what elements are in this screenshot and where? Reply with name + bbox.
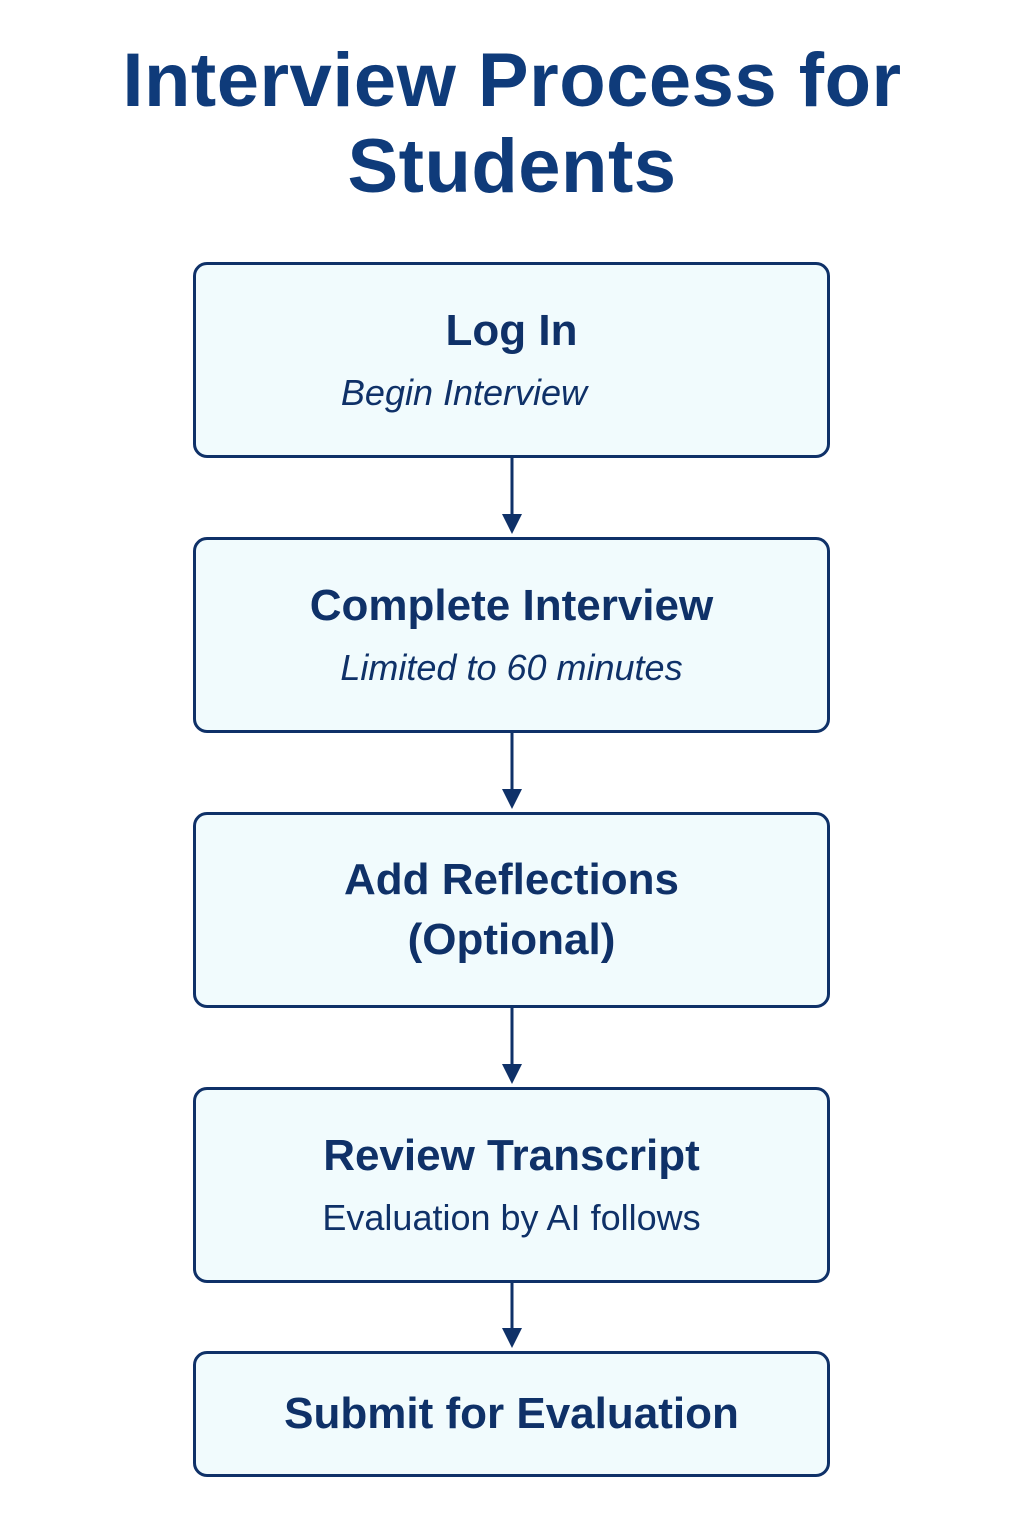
step-review-transcript-subtitle: Evaluation by AI follows <box>322 1197 701 1238</box>
arrow-4 <box>502 1283 522 1348</box>
step-review-transcript: Review Transcript Evaluation by AI follo… <box>193 1087 830 1283</box>
step-submit-for-evaluation-title: Submit for Evaluation <box>284 1389 739 1438</box>
arrow-2 <box>502 733 522 809</box>
step-add-reflections-title-line-2: (Optional) <box>407 915 616 964</box>
step-log-in-subtitle: Begin Interview <box>340 372 588 413</box>
diagram-title: Interview Process for Students <box>0 38 1024 210</box>
arrow-3 <box>502 1008 522 1084</box>
diagram-title-line-1: Interview Process for <box>122 38 902 123</box>
arrow-1 <box>502 458 522 534</box>
step-add-reflections-title: Add Reflections <box>344 855 679 904</box>
step-add-reflections: Add Reflections (Optional) <box>193 812 830 1008</box>
step-review-transcript-title: Review Transcript <box>323 1131 700 1180</box>
step-log-in-title: Log In <box>445 306 578 355</box>
diagram-title-line-2: Students <box>347 124 677 209</box>
step-complete-interview-title: Complete Interview <box>309 581 714 630</box>
step-log-in: Log In Begin Interview <box>193 262 830 458</box>
step-complete-interview: Complete Interview Limited to 60 minutes <box>193 537 830 733</box>
step-complete-interview-subtitle: Limited to 60 minutes <box>340 647 683 688</box>
step-submit-for-evaluation: Submit for Evaluation <box>193 1351 830 1477</box>
